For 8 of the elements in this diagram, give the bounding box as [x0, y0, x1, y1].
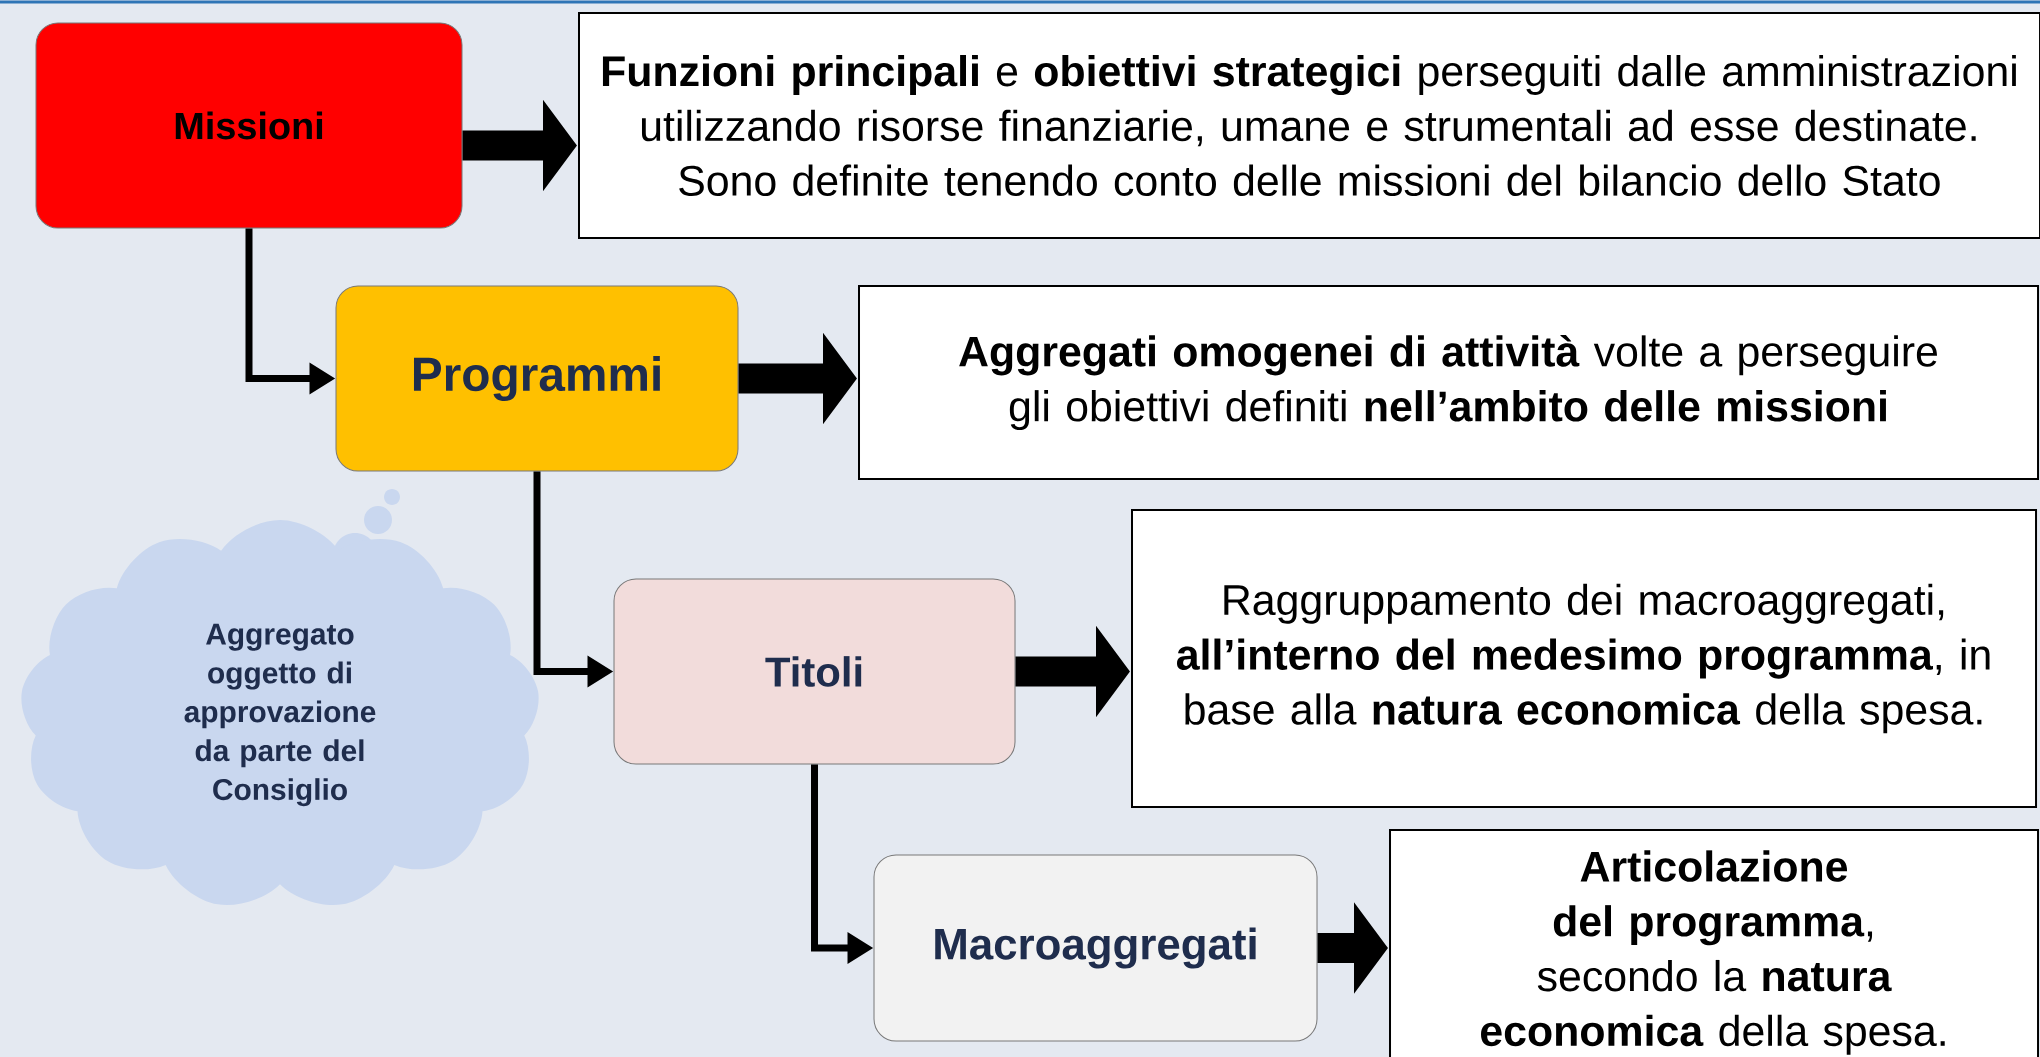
description-box: Raggruppamento dei macroaggregati, all’interno del medesimo programma, in base alla natura economica della spesa.	[1131, 509, 2038, 808]
description-box: Articolazione del programma, secondo la natura economica della spesa.	[1389, 829, 2040, 1057]
title-box: Macroaggregati	[873, 854, 1318, 1042]
description-box: Funzioni principali e obiettivi strategici perseguiti dalle amministrazioni utilizzando risorse finanziarie, umane e strumentali ad esse destinate. Sono definite tenendo conto delle missioni del bilancio dello Stato	[578, 12, 2040, 239]
title-box: Programmi	[335, 285, 739, 472]
title-box: Missioni	[35, 22, 463, 229]
title-box: Titoli	[613, 578, 1016, 765]
description-box: Aggregati omogenei di attività volte a perseguire gli obiettivi definiti nell’ambito delle missioni	[858, 285, 2040, 480]
